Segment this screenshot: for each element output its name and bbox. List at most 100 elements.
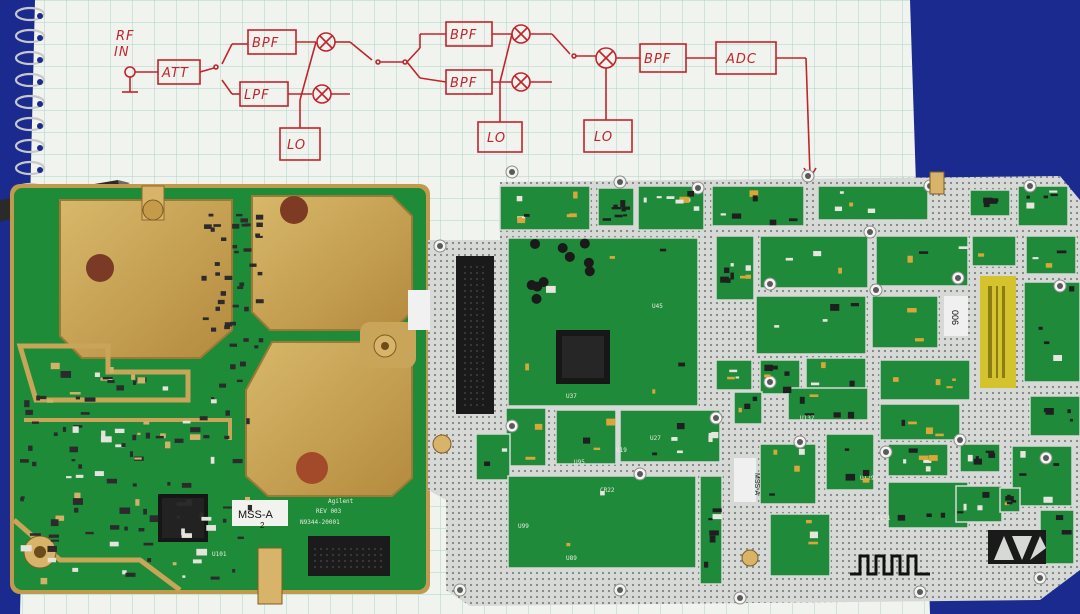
smd-part [232,458,243,464]
screw-center [617,587,623,593]
designator-u101: U101 [212,551,227,558]
smd-part [28,445,33,451]
smd-part [484,461,491,467]
label-u37: U37 [566,393,577,400]
smd-part [845,473,856,481]
green-island [1025,235,1077,275]
part-number-text: N9344-20001 [300,519,340,526]
smd-part [745,274,752,279]
smd-part [71,459,76,462]
smd-part [977,505,983,511]
smd-part [223,506,232,509]
smd-part [256,222,263,228]
smd-part [919,251,929,254]
smd-part [84,397,96,402]
smd-part [116,385,125,391]
smd-part [773,449,778,455]
smd-part [201,275,207,281]
smd-part [676,423,685,430]
smd-part [745,265,751,271]
green-island [759,235,869,289]
smd-part [165,441,171,449]
screw-center [509,423,515,429]
screw-center [1027,183,1033,189]
smd-part [102,376,113,380]
smd-part [255,299,264,304]
green-island [637,185,705,231]
smd-part [101,430,106,438]
smd-part [518,216,523,223]
spiral-hole [37,101,43,107]
copper-dot-2 [86,254,114,282]
screw-center [617,179,623,185]
smd-part [720,276,729,283]
smd-part [135,499,140,506]
smd-part [247,504,253,511]
spiral-ring [14,6,46,22]
adc-block-label: ADC [725,52,757,67]
smd-part [784,371,790,376]
smd-part [1032,257,1039,260]
smd-part [114,428,125,434]
smd-part [245,496,251,501]
smd-part [782,386,792,394]
smd-part [963,503,967,511]
smd-part [806,519,812,524]
smd-part [839,191,844,194]
smd-part [210,399,217,404]
smd-part [230,321,236,326]
smd-part [215,306,220,311]
smd-part [47,545,57,552]
smd-part [923,459,932,463]
smd-part [676,450,683,454]
smd-part [957,511,964,514]
green-island [871,295,939,349]
smd-part [1005,496,1014,501]
smd-part [708,435,713,443]
smd-part [652,452,658,456]
smd-part [181,482,192,488]
smd-part [232,568,236,573]
smd-part [50,362,60,370]
smd-part [785,257,793,261]
green-island [879,403,961,441]
green-island [955,485,1003,523]
number-sticker [944,296,968,336]
smd-part [546,285,556,293]
smd-part [125,572,136,577]
smd-part [50,539,60,542]
smd-part [1069,418,1073,422]
smd-part [799,396,805,404]
smd-part [1067,409,1071,414]
smd-part [211,397,215,400]
smd-part [246,418,250,425]
screw-center [883,449,889,455]
spiral-hole [37,13,43,19]
smd-part [60,371,72,378]
screw-center [737,595,743,601]
smd-part [1006,501,1013,505]
smd-part [132,434,137,441]
green-island [1017,185,1069,227]
smd-part [31,421,39,424]
smd-part [613,204,618,210]
smd-part [213,224,221,227]
spiral-hole [37,35,43,41]
smd-part [255,235,263,238]
smd-part [730,263,734,267]
spiral-ring [14,116,46,132]
smd-part [167,481,171,486]
smd-part [147,558,152,563]
smd-part [804,413,815,416]
smd-part [850,303,859,307]
smd-part [174,438,184,443]
smd-part [106,478,118,484]
smd-part [62,426,67,432]
smd-part [671,437,678,441]
smd-part [928,455,938,461]
green-island [505,407,547,467]
smd-part [621,206,626,212]
smd-part [1056,250,1067,254]
smd-part [109,367,114,373]
